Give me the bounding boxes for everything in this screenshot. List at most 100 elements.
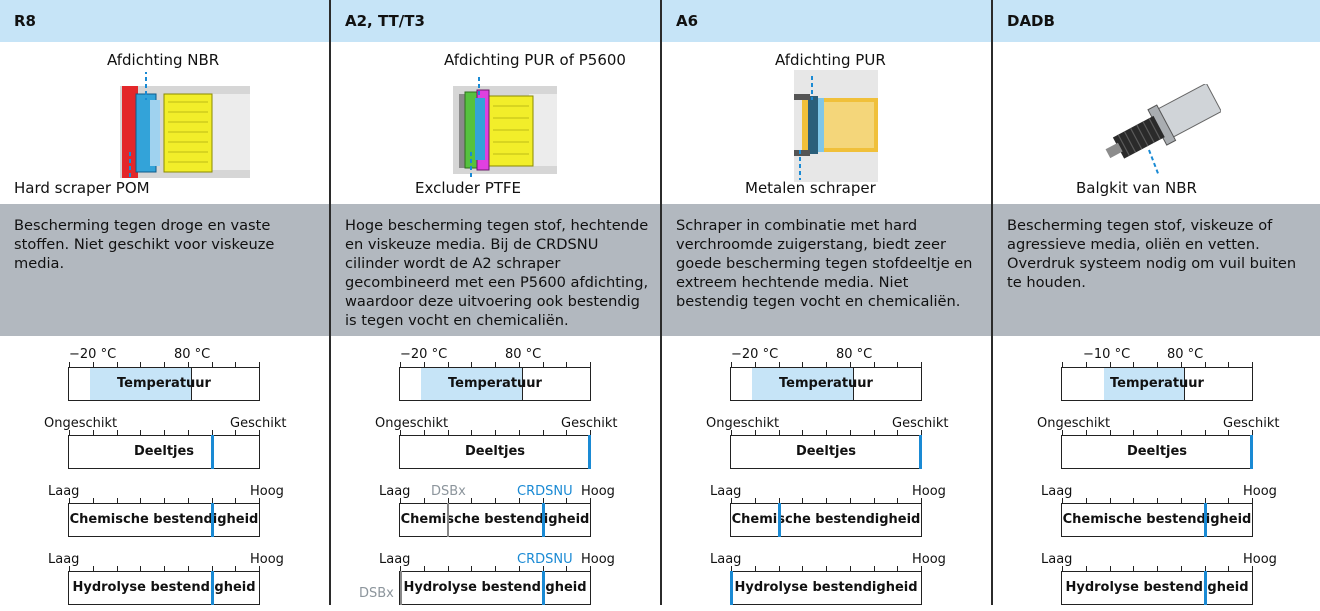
temp-min-label: −20 °C	[69, 347, 117, 362]
tick-mark	[1181, 566, 1182, 571]
scale-title: Temperatuur	[117, 376, 211, 391]
scale-title: Deeltjes	[795, 444, 857, 459]
rating-marker	[730, 571, 733, 605]
scale-title: Hydrolyse bestendigheid	[734, 580, 918, 595]
tick-mark	[1062, 362, 1063, 367]
tick-mark	[1133, 362, 1134, 367]
tick-mark	[1133, 566, 1134, 571]
chemical-bar: Chemische bestendigheid	[730, 503, 922, 537]
tick-mark	[448, 566, 449, 571]
tick-mark	[1205, 430, 1206, 435]
tick-mark	[188, 430, 189, 435]
tick-mark	[590, 498, 591, 503]
temp-max-label: 80 °C	[174, 347, 211, 362]
scale-low-label: Laag	[48, 484, 80, 499]
temperature-range-fill	[90, 368, 192, 400]
tick-mark	[590, 362, 591, 367]
scale-title: Chemische bestendigheid	[731, 512, 921, 527]
tick-mark	[424, 498, 425, 503]
tick-mark	[495, 498, 496, 503]
tick-mark	[164, 566, 165, 571]
scale-low-label: Laag	[379, 484, 411, 499]
tick-mark	[259, 566, 260, 571]
tick-mark	[897, 362, 898, 367]
scraper-label: Hard scraper POM	[14, 179, 150, 197]
tick-mark	[400, 430, 401, 435]
scale-low-label: Ongeschikt	[375, 416, 449, 431]
tick-mark	[1252, 430, 1253, 435]
tick-mark	[400, 566, 401, 571]
tick-mark	[1252, 566, 1253, 571]
chemical-bar: Chemische bestendigheid	[1061, 503, 1253, 537]
scale-low-label: Ongeschikt	[706, 416, 780, 431]
tick-mark	[590, 566, 591, 571]
scale-low-label: Laag	[48, 552, 80, 567]
tick-mark	[921, 498, 922, 503]
temp-min-label: −20 °C	[731, 347, 779, 362]
tick-mark	[755, 498, 756, 503]
tick-mark	[519, 566, 520, 571]
column-header: A2, TT/T3	[331, 0, 660, 42]
tick-mark	[921, 430, 922, 435]
temperature-bar: Temperatuur	[730, 367, 922, 401]
tick-mark	[1086, 566, 1087, 571]
particles-bar: Deeltjes	[68, 435, 260, 469]
rating-marker	[542, 571, 545, 605]
tick-mark	[188, 566, 189, 571]
scale-title: Deeltjes	[464, 444, 526, 459]
hydrolysis-bar: Hydrolyse bestendigheid	[1061, 571, 1253, 605]
tick-mark	[1110, 430, 1111, 435]
scale-high-label: Hoog	[250, 484, 284, 499]
scale-title: Temperatuur	[448, 376, 542, 391]
rating-temperature: Temperatuur−20 °C 80 °C	[0, 337, 329, 407]
scale-high-label: Geschikt	[561, 416, 618, 431]
scale-high-label: Hoog	[912, 484, 946, 499]
tick-mark	[519, 430, 520, 435]
tick-mark	[543, 362, 544, 367]
tick-mark	[1228, 498, 1229, 503]
scale-high-label: Hoog	[250, 552, 284, 567]
rating-marker	[778, 503, 781, 537]
rating-marker	[211, 571, 214, 605]
tick-mark	[448, 362, 449, 367]
column-divider	[329, 0, 331, 605]
tick-mark	[731, 430, 732, 435]
tick-mark	[212, 430, 213, 435]
tick-mark	[93, 498, 94, 503]
rating-marker	[919, 435, 922, 469]
scale-high-label: Geschikt	[1223, 416, 1280, 431]
tick-mark	[140, 498, 141, 503]
column-header: R8	[0, 0, 329, 42]
tick-mark	[69, 362, 70, 367]
scale-low-label: Laag	[379, 552, 411, 567]
tick-mark	[779, 362, 780, 367]
temp-max-label: 80 °C	[505, 347, 542, 362]
tick-mark	[235, 430, 236, 435]
a2-seal-illustration	[453, 74, 557, 178]
temperature-bar: Temperatuur	[1061, 367, 1253, 401]
tick-mark	[543, 566, 544, 571]
tick-mark	[519, 498, 520, 503]
scale-high-label: Hoog	[1243, 484, 1277, 499]
tick-mark	[1181, 498, 1182, 503]
tick-mark	[1157, 362, 1158, 367]
rating-particles: Deeltjes Ongeschikt Geschikt	[331, 405, 660, 475]
tick-mark	[850, 362, 851, 367]
tick-mark	[424, 362, 425, 367]
scale-high-label: Hoog	[581, 552, 615, 567]
column-divider	[991, 0, 993, 605]
tick-mark	[826, 566, 827, 571]
temp-max-label: 80 °C	[836, 347, 873, 362]
tick-mark	[235, 566, 236, 571]
tick-mark	[495, 430, 496, 435]
tick-mark	[874, 430, 875, 435]
chemical-bar: Chemische bestendigheid	[68, 503, 260, 537]
temperature-bar: Temperatuur	[68, 367, 260, 401]
tick-mark	[1133, 498, 1134, 503]
temperature-bar: Temperatuur	[399, 367, 591, 401]
scale-title: Hydrolyse bestendigheid	[403, 580, 587, 595]
